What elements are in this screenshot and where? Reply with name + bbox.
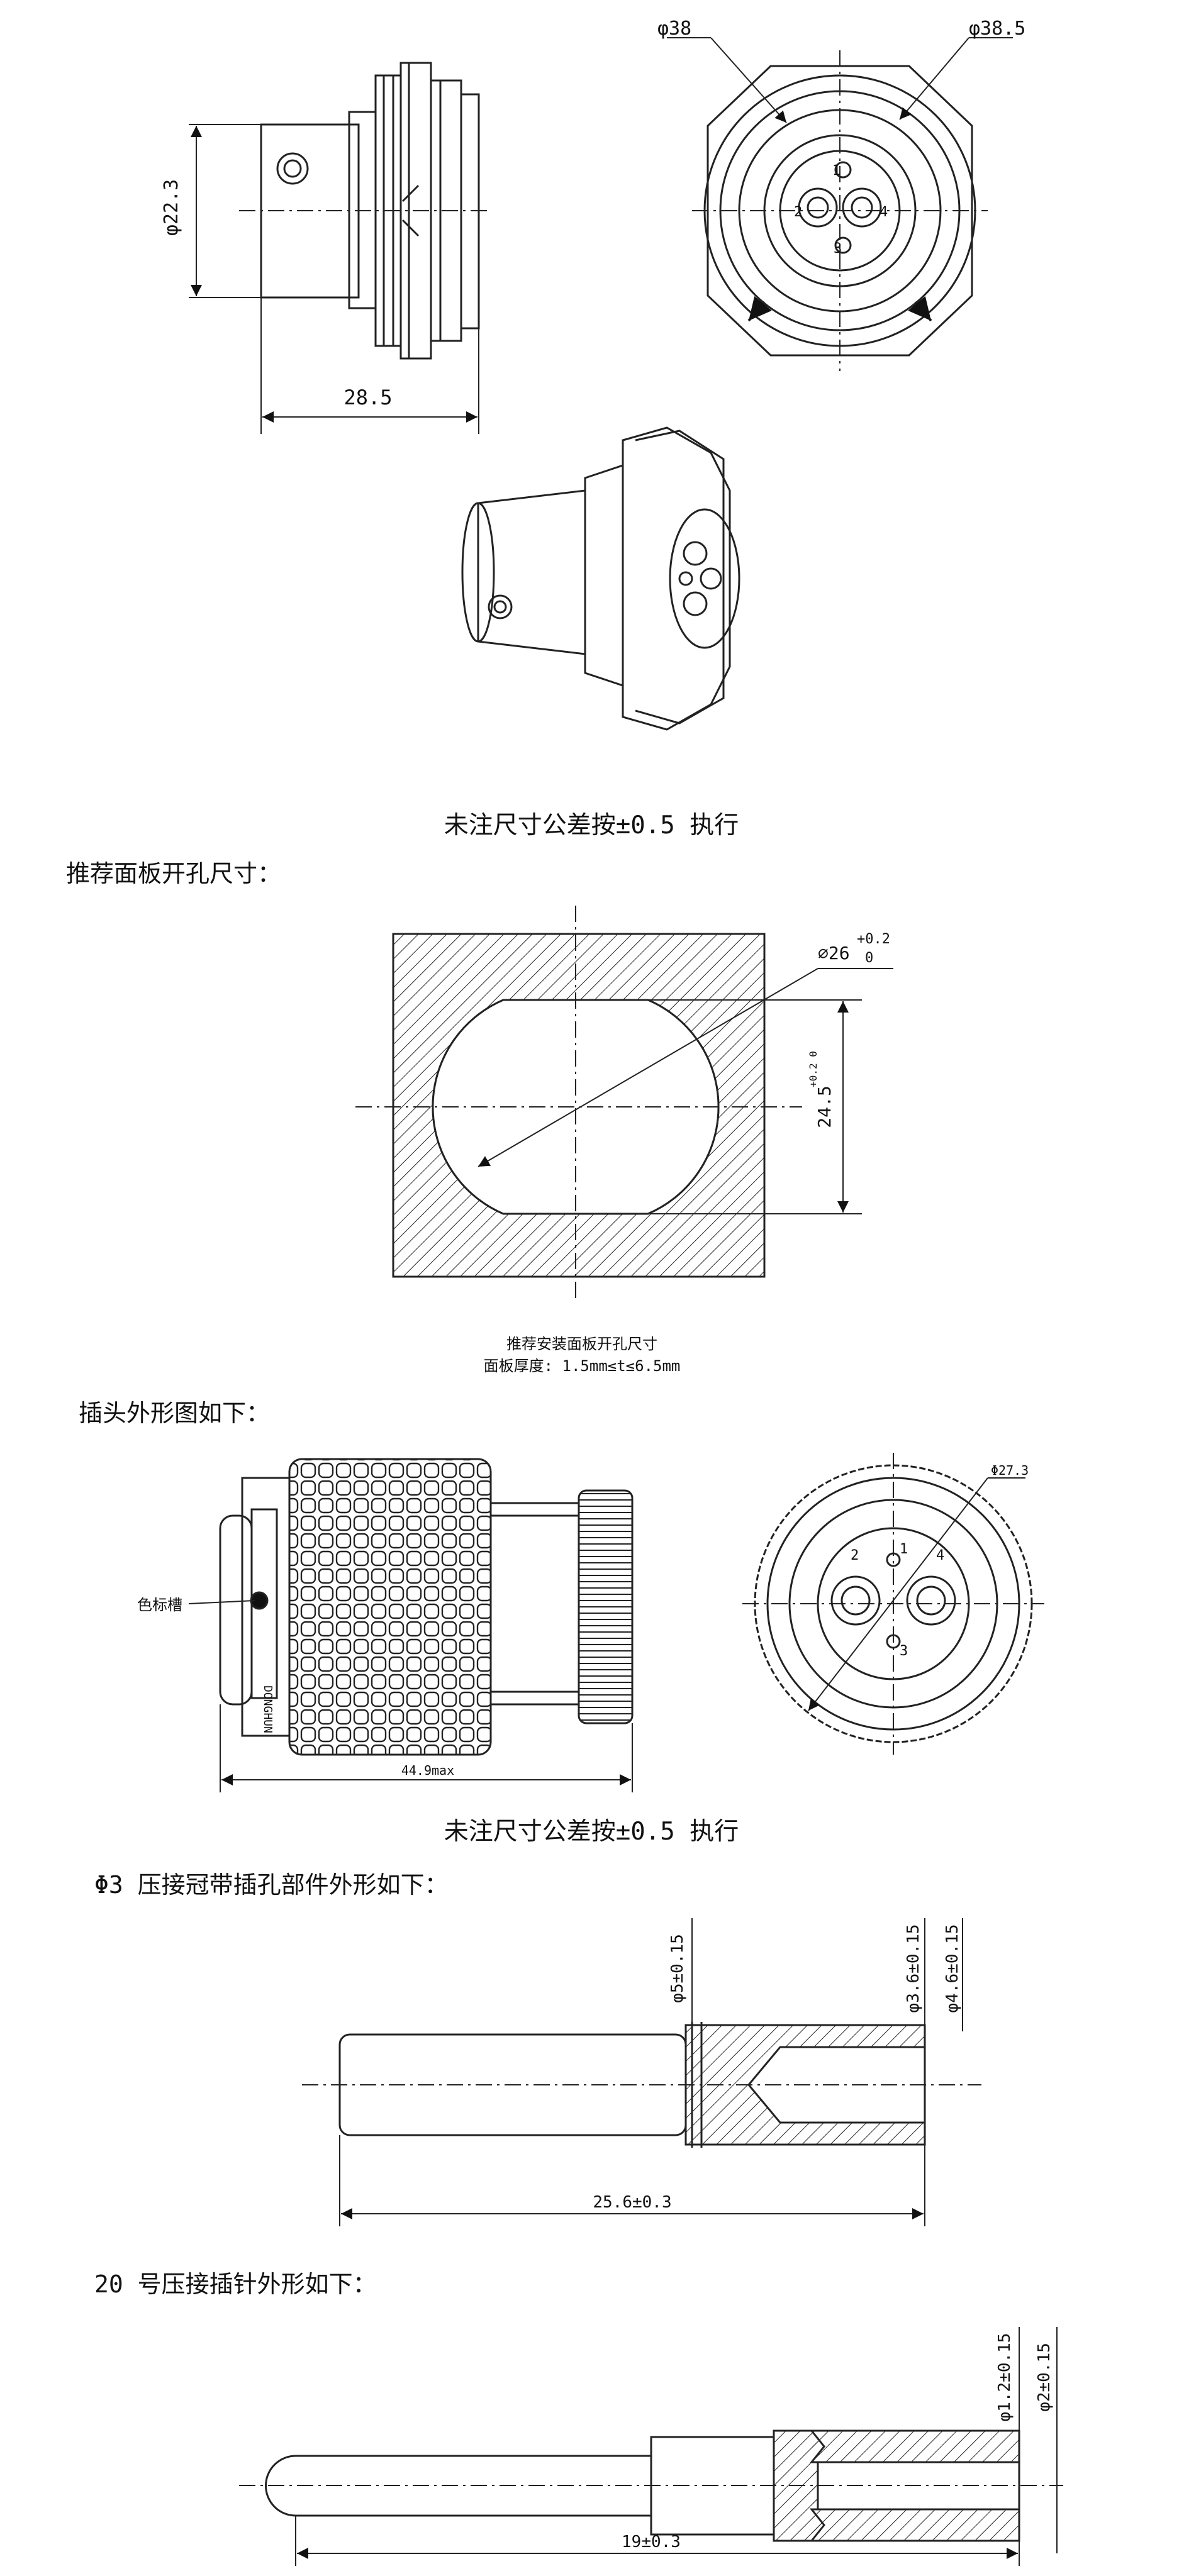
socket-d3-label: φ4.6±0.15 — [943, 1924, 962, 2013]
crimp-pin-heading: 20 号压接插针外形如下： — [94, 2270, 377, 2298]
pin-label-4: 4 — [880, 204, 888, 220]
pin-d2-label: φ2±0.15 — [1035, 2343, 1054, 2412]
brand-text: DONGHUN — [261, 1685, 274, 1733]
plug-pin-label-4: 4 — [936, 1548, 944, 1563]
cutout-flat-label: 24.5 — [814, 1085, 835, 1128]
receptacle-front-view — [667, 37, 1013, 371]
plug-outline-heading: 插头外形图如下： — [79, 1399, 270, 1427]
plug-front-view — [742, 1453, 1044, 1755]
socket-length-label: 25.6±0.3 — [593, 2193, 671, 2212]
dim-d2-label: φ38.5 — [969, 18, 1025, 40]
cutout-diameter-tol-lower: 0 — [865, 950, 873, 966]
plug-length-label: 44.9max — [401, 1763, 454, 1778]
cutout-flat-tol: +0.2 0 — [807, 1051, 819, 1087]
plug-pin-label-3: 3 — [900, 1643, 908, 1659]
receptacle-isometric-view — [461, 426, 740, 731]
dim-height-label: φ22.3 — [160, 179, 182, 236]
socket-d1-label: φ5±0.15 — [668, 1934, 687, 2003]
cutout-diameter-label: ∅26 — [818, 943, 850, 963]
plug-pin-label-2: 2 — [851, 1548, 859, 1563]
panel-cutout-heading: 推荐面板开孔尺寸： — [66, 860, 281, 887]
dim-d1-label: φ38 — [657, 18, 691, 40]
cutout-diameter-tol-upper: +0.2 — [857, 931, 890, 947]
pin-length-label: 19±0.3 — [622, 2533, 681, 2551]
plug-side-view — [188, 1458, 634, 1792]
cutout-caption-line2: 面板厚度: 1.5mm≤t≤6.5mm — [484, 1357, 681, 1375]
tolerance-note-2: 未注尺寸公差按±0.5 执行 — [444, 1818, 739, 1846]
pin-label-3: 3 — [834, 241, 842, 257]
plug-diameter-label: Φ27.3 — [991, 1463, 1029, 1478]
pin-d1-label: φ1.2±0.15 — [995, 2333, 1014, 2422]
tolerance-note-1: 未注尺寸公差按±0.5 执行 — [444, 811, 739, 840]
crimp-socket-drawing — [302, 1918, 981, 2226]
socket-d2-label: φ3.6±0.15 — [904, 1924, 923, 2013]
dim-length-label: 28.5 — [343, 386, 392, 409]
plug-pin-label-1: 1 — [900, 1541, 908, 1557]
color-ring-label: 色标槽 — [137, 1596, 182, 1614]
panel-cutout-drawing — [355, 906, 893, 1302]
pin-label-2: 2 — [794, 204, 802, 220]
receptacle-side-view — [189, 62, 491, 434]
crimp-pin-drawing — [239, 2327, 1063, 2566]
pin-label-1: 1 — [832, 163, 841, 179]
crimp-socket-heading: Φ3 压接冠带插孔部件外形如下： — [94, 1871, 449, 1899]
cutout-caption-line1: 推荐安装面板开孔尺寸 — [506, 1335, 657, 1353]
